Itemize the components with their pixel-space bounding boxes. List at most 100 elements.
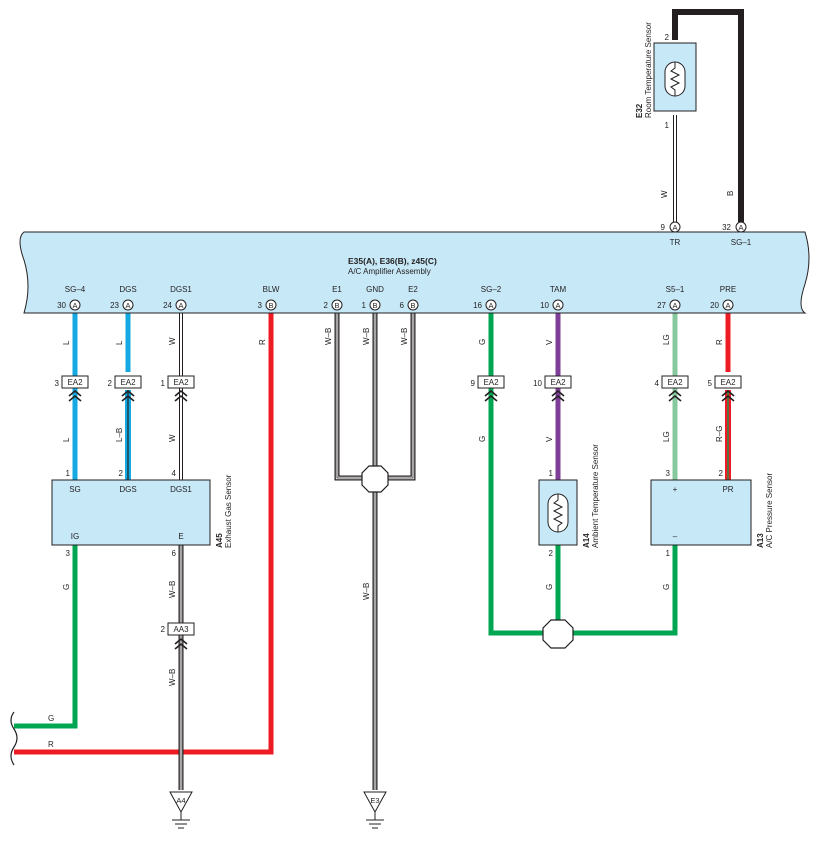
pin-label: S5–1 [666,285,685,294]
svg-text:2: 2 [161,625,166,634]
sensor-ground-junction [542,619,574,649]
amplifier-title: E35(A), E36(B), z45(C) [348,256,437,266]
svg-text:EA2: EA2 [483,378,499,387]
svg-text:G: G [48,714,54,723]
svg-text:2: 2 [719,469,724,478]
left-wire-break: G R [10,711,54,766]
svg-text:4: 4 [172,469,177,478]
svg-text:6: 6 [172,549,177,558]
room-temperature-sensor: 2 1 E32 Room Temperature Sensor W B [635,22,735,198]
svg-text:2: 2 [119,469,124,478]
wire-color-label: LG [662,334,671,345]
wire-color-label: L [62,437,71,442]
svg-text:3: 3 [666,469,671,478]
pin-number: 24 [163,301,172,310]
wire-color-label: V [545,339,554,345]
svg-text:1: 1 [161,379,166,388]
svg-text:4: 4 [655,379,660,388]
svg-text:A13: A13 [756,533,765,548]
svg-text:2: 2 [549,549,554,558]
amp-top-pin-sg1: 32 A SG–1 [722,221,752,247]
gnd-wire-color: W–B [362,583,371,600]
svg-text:EA2: EA2 [550,378,566,387]
svg-text:2: 2 [665,33,670,42]
svg-text:1: 1 [66,469,71,478]
pin-connector: B [372,301,377,310]
svg-text:TR: TR [670,238,681,247]
thermistor-icon [547,493,569,533]
ea2-connector: 10 EA2 [533,375,572,402]
svg-text:PR: PR [722,485,733,494]
wire-color-label: R–G [715,426,724,442]
svg-text:AA3: AA3 [173,625,189,634]
wire-color-label: W–B [324,328,333,345]
wire-color-label: V [545,436,554,442]
aa3-connector: 2 AA3 W–B [161,622,195,686]
pin-connector: A [725,301,730,310]
svg-text:E: E [178,532,183,541]
svg-text:32: 32 [722,223,731,232]
svg-text:SG: SG [69,485,81,494]
ground-e3: E3 [363,791,387,829]
exhaust-gas-sensor: 1 2 4 SG DGS DGS1 IG E 3 6 A45 Exhaust G… [51,469,233,558]
svg-text:A14: A14 [582,533,591,548]
pin-connector: B [334,301,339,310]
pin-label: TAM [550,285,567,294]
aa3-wire-color: W–B [168,669,177,686]
pin-number: 20 [710,301,719,310]
pin-connector: A [672,301,677,310]
svg-text:1: 1 [665,121,670,130]
svg-text:R: R [48,740,54,749]
pin-number: 10 [540,301,549,310]
pin-connector: A [488,301,493,310]
svg-text:Ambient Temperature Sensor: Ambient Temperature Sensor [591,444,600,548]
pin-number: 3 [258,301,263,310]
pin-number: 23 [110,301,119,310]
pin-number: 6 [400,301,405,310]
svg-text:IG: IG [71,532,79,541]
svg-text:2: 2 [108,379,113,388]
svg-text:A: A [672,223,677,232]
sg2-wire [488,312,678,636]
ambient-temperature-sensor: 1 2 A14 Ambient Temperature Sensor [538,444,600,558]
wire-color-label: W [168,337,177,345]
pin-label: E1 [332,285,342,294]
wire-color-label: LG [662,431,671,442]
pin-connector: B [410,301,415,310]
ground-bundle [334,312,416,790]
pin-number: 2 [324,301,329,310]
svg-text:B: B [726,191,735,196]
wire-color-label: W–B [400,328,409,345]
pin-number: 27 [657,301,666,310]
svg-text:A4: A4 [176,796,185,805]
pin-connector: A [178,301,183,310]
ea2-connector: 5 EA2 [708,375,742,402]
svg-text:A/C Pressure Sensor: A/C Pressure Sensor [765,473,774,548]
svg-text:E3: E3 [370,796,379,805]
wire-color-label: L–B [115,428,124,442]
svg-text:–: – [673,532,678,541]
svg-text:Exhaust Gas Sensor: Exhaust Gas Sensor [224,474,233,548]
ambient-g-color: G [545,584,554,590]
svg-text:10: 10 [533,379,542,388]
svg-text:5: 5 [708,379,713,388]
svg-text:EA2: EA2 [720,378,736,387]
svg-text:9: 9 [661,223,666,232]
svg-text:DGS1: DGS1 [170,485,192,494]
wire-color-label: G [478,436,487,442]
room-sensor-b-wire [672,9,744,222]
pressure-g-color: G [662,584,671,590]
